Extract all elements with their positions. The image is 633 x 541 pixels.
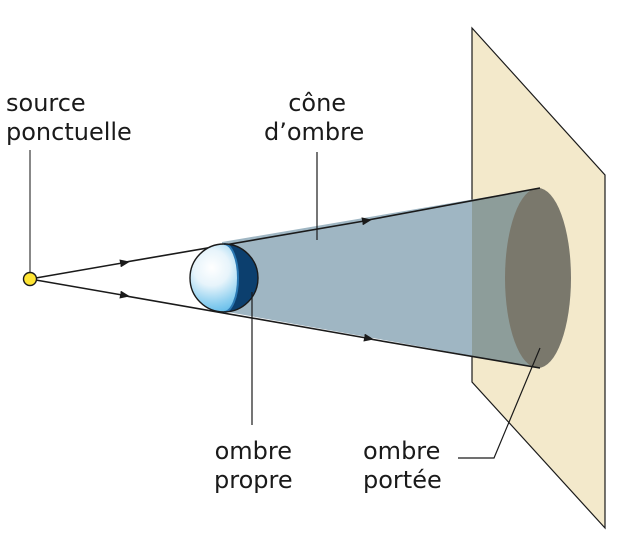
ray-bottom-3 bbox=[369, 338, 541, 369]
point-source bbox=[22, 271, 38, 287]
label-cone-line2: d’ombre bbox=[264, 118, 365, 146]
ray-top-3 bbox=[367, 187, 541, 221]
sphere-terminator bbox=[223, 243, 239, 313]
label-source-line1: source bbox=[6, 89, 86, 117]
ray-top-1 bbox=[29, 259, 130, 280]
projected-shadow bbox=[505, 188, 571, 368]
ray-top-2 bbox=[125, 217, 372, 263]
ray-bottom-2 bbox=[125, 295, 374, 342]
portee-leader bbox=[458, 347, 541, 459]
label-portee-line2: portée bbox=[363, 466, 442, 494]
label-cone-ombre: cône d’ombre bbox=[264, 89, 364, 147]
sphere-outline bbox=[189, 243, 259, 313]
label-source-line2: ponctuelle bbox=[6, 118, 132, 146]
label-propre-line2: propre bbox=[214, 466, 293, 494]
shadow-cone bbox=[222, 188, 540, 368]
label-cone-line1: cône bbox=[288, 89, 347, 117]
label-ombre-portee: ombre portée bbox=[363, 437, 442, 495]
label-ombre-propre: ombre propre bbox=[214, 437, 293, 495]
label-portee-line1: ombre bbox=[363, 437, 441, 465]
ray-bottom-1 bbox=[29, 278, 130, 299]
sphere-shadow-side bbox=[224, 244, 258, 312]
label-source-ponctuelle: source ponctuelle bbox=[6, 89, 132, 147]
label-propre-line1: ombre bbox=[214, 437, 292, 465]
